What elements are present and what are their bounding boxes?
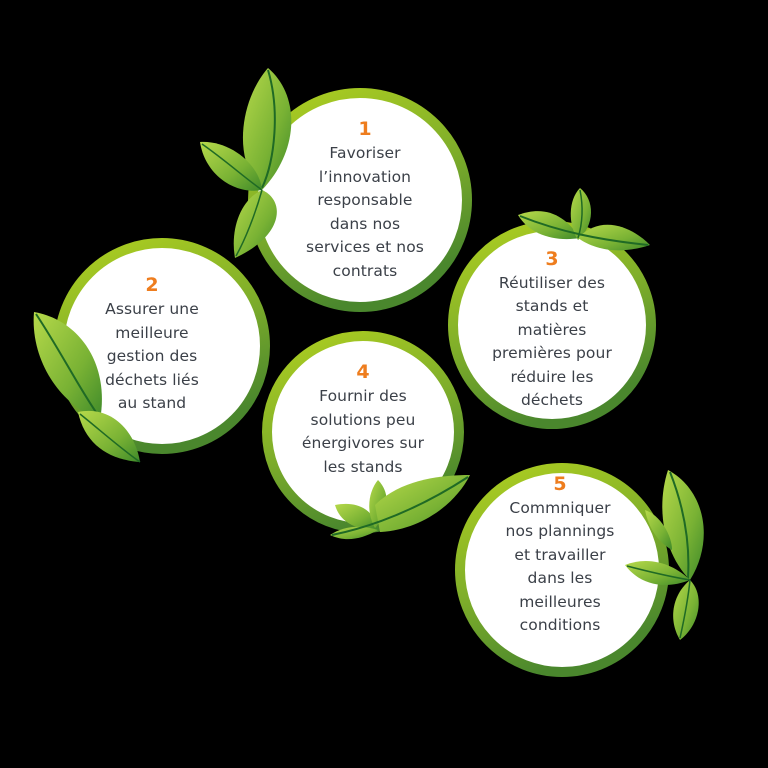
step-4: 4 Fournir des solutions peu énergivores … bbox=[275, 360, 451, 480]
step-text-line: meilleures bbox=[519, 592, 601, 611]
step-text-line: Assurer une bbox=[105, 300, 199, 319]
step-text-line: premières pour bbox=[492, 344, 612, 362]
step-text-line: dans nos bbox=[329, 214, 401, 233]
step-text-line: dans les bbox=[527, 569, 593, 587]
step-5: 5 Commniquer nos plannings et travailler… bbox=[475, 470, 645, 640]
step-text-line: responsable bbox=[317, 191, 413, 209]
step-number: 3 bbox=[545, 247, 559, 270]
step-number: 1 bbox=[358, 118, 372, 140]
step-text-line: nos plannings bbox=[505, 522, 615, 540]
leaf-cluster-3-icon bbox=[518, 188, 650, 251]
step-3: 3 Réutiliser des stands et matières prem… bbox=[462, 245, 642, 415]
step-number: 2 bbox=[145, 274, 159, 297]
step-number: 5 bbox=[553, 472, 567, 495]
step-text-line: Réutiliser des bbox=[498, 273, 606, 292]
step-text-line: au stand bbox=[117, 394, 187, 413]
leaf-cluster-1-icon bbox=[200, 68, 292, 258]
step-text-line: matières bbox=[517, 320, 587, 339]
step-text-line: services et nos bbox=[306, 238, 424, 256]
step-text-line: l’innovation bbox=[318, 167, 412, 186]
leaf-cluster-4-icon bbox=[330, 475, 470, 540]
step-text-line: et travailler bbox=[514, 545, 606, 564]
step-text-line: stands et bbox=[515, 297, 589, 315]
step-1: 1 Favoriser l’innovation responsable dan… bbox=[270, 108, 460, 293]
step-number: 4 bbox=[356, 361, 370, 383]
step-text-line: déchets liés bbox=[105, 370, 199, 389]
leaf-cluster-2-icon bbox=[33, 312, 141, 463]
leaf-cluster-5-icon bbox=[625, 470, 704, 640]
step-text-line: meilleure bbox=[115, 323, 189, 342]
step-text-line: solutions peu bbox=[310, 410, 416, 429]
step-text-line: Commniquer bbox=[509, 498, 611, 517]
step-text-line: énergivores sur bbox=[301, 434, 425, 452]
step-2: 2 Assurer une meilleure gestion des déch… bbox=[62, 265, 242, 425]
step-text-line: Favoriser bbox=[329, 144, 401, 162]
step-text-line: réduire les bbox=[510, 367, 594, 386]
step-text-line: Fournir des bbox=[319, 387, 407, 405]
step-text-line: les stands bbox=[323, 457, 403, 476]
step-text-line: conditions bbox=[519, 616, 601, 634]
step-text-line: contrats bbox=[332, 261, 398, 280]
step-text-line: déchets bbox=[520, 391, 584, 409]
step-text-line: gestion des bbox=[106, 347, 198, 366]
